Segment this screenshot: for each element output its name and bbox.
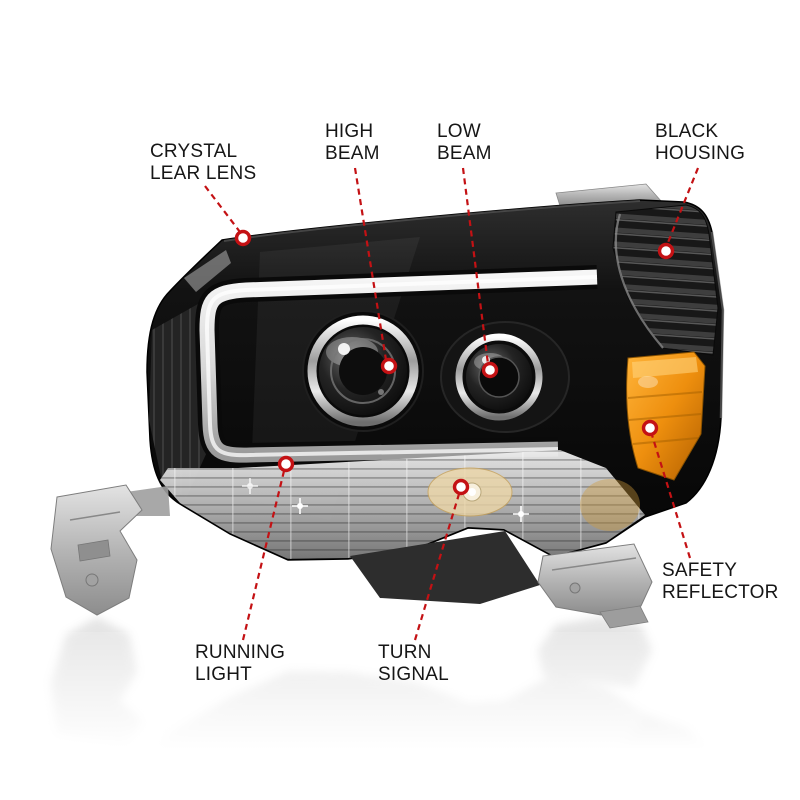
callout-line-high-beam bbox=[353, 167, 388, 361]
callout-label-high-beam: HIGH BEAM bbox=[325, 121, 380, 165]
left-mounting-bracket bbox=[50, 484, 170, 616]
callout-line-turn-signal bbox=[413, 493, 461, 641]
callout-marker-safety-reflector bbox=[641, 419, 659, 437]
callout-marker-crystal-clear-lens bbox=[234, 229, 252, 247]
top-edge-highlight bbox=[223, 200, 641, 242]
callout-line-crystal-clear-lens bbox=[204, 185, 241, 233]
under-body bbox=[350, 531, 540, 604]
callout-marker-turn-signal bbox=[452, 478, 470, 496]
callout-label-safety-reflector: SAFETY REFLECTOR bbox=[662, 560, 779, 604]
light-bar bbox=[194, 265, 598, 468]
callout-line-safety-reflector bbox=[650, 434, 692, 559]
callout-line-running-light bbox=[241, 470, 286, 641]
callout-label-running-light: RUNNING LIGHT bbox=[195, 642, 286, 686]
callout-marker-black-housing bbox=[657, 242, 675, 260]
callout-overlay bbox=[204, 167, 700, 641]
right-edge-highlight bbox=[710, 231, 725, 419]
corner-chrome-edge bbox=[614, 213, 664, 349]
left-tip-wedge bbox=[184, 250, 231, 292]
lower-clear-lens bbox=[160, 450, 645, 563]
callout-label-low-beam: LOW BEAM bbox=[437, 121, 492, 165]
callout-label-turn-signal: TURN SIGNAL bbox=[378, 642, 449, 686]
right-mounting-bracket bbox=[537, 543, 653, 629]
low-beam-projector bbox=[440, 321, 570, 433]
left-tip-ribs bbox=[149, 300, 207, 498]
safety-reflector-amber bbox=[626, 351, 706, 481]
headlight-image bbox=[50, 183, 725, 629]
callout-marker-high-beam bbox=[380, 357, 398, 375]
callout-line-black-housing bbox=[665, 167, 700, 246]
callout-marker-running-light bbox=[277, 455, 295, 473]
callout-label-crystal-clear-lens: CRYSTAL LEAR LENS bbox=[150, 141, 257, 185]
callout-marker-low-beam bbox=[481, 361, 499, 379]
high-beam-projector bbox=[302, 310, 424, 432]
turn-signal-bulb bbox=[427, 467, 513, 517]
reflection-fade bbox=[0, 632, 800, 800]
callout-line-low-beam bbox=[461, 167, 490, 365]
callout-label-black-housing: BLACK HOUSING bbox=[655, 121, 746, 165]
